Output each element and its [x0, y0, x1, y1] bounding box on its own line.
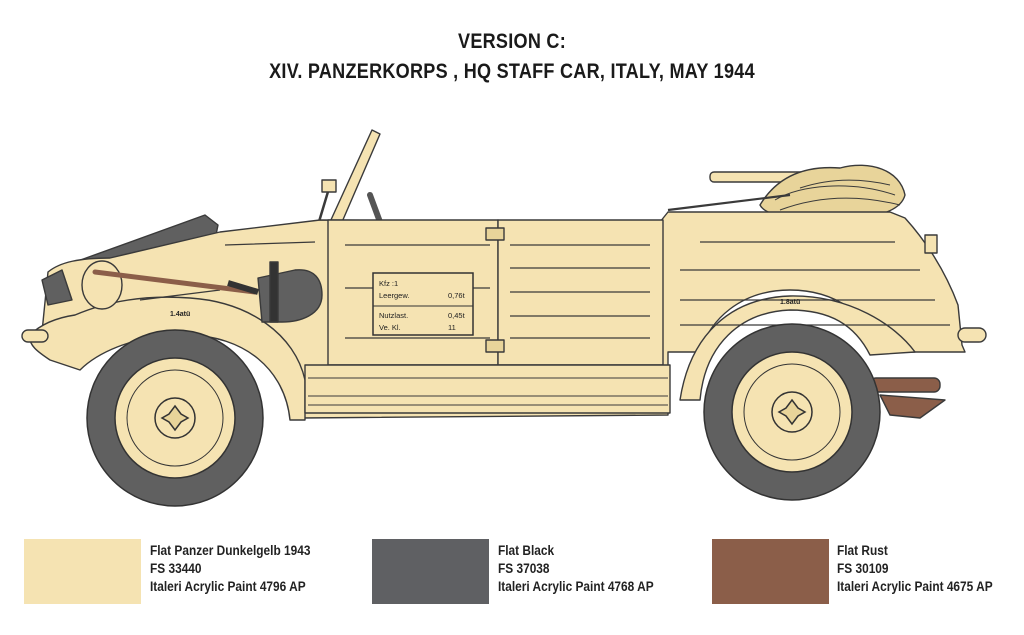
door-hinges	[485, 227, 505, 353]
rear-bumper	[957, 327, 987, 343]
rear-bracket	[924, 234, 938, 254]
plate-kfz: Kfz :1	[379, 279, 398, 288]
paint-name: Flat Panzer Dunkelgelb 1943	[150, 543, 311, 558]
kubelwagen-side-profile: Kfz :1 Leergew. 0,76t Nutzlast. 0,45t Ve…	[21, 129, 987, 507]
paint-name: Flat Rust	[837, 543, 888, 558]
paint-swatch-black	[372, 539, 489, 604]
steering-wheel	[367, 192, 383, 225]
plate-vekl-value: 11	[448, 323, 456, 332]
rear-suspension	[869, 377, 946, 419]
front-tire-marking: 1.4atü	[170, 311, 190, 318]
paint-fs: FS 33440	[150, 561, 202, 576]
front-wheel	[86, 329, 264, 507]
paint-swatch-dunkelgelb	[24, 539, 141, 604]
paint-fs: FS 30109	[837, 561, 889, 576]
plate-nutzlast-label: Nutzlast.	[379, 311, 408, 320]
folded-top	[667, 164, 906, 220]
version-title: VERSION C:	[458, 30, 566, 53]
paint-ref: Italeri Acrylic Paint 4675 AP	[837, 579, 993, 594]
paint-legend-dunkelgelb: Flat Panzer Dunkelgelb 1943 FS 33440 Ita…	[150, 542, 310, 596]
shovel	[92, 261, 323, 323]
rear-wheel	[703, 323, 881, 501]
data-plate: Kfz :1 Leergew. 0,76t Nutzlast. 0,45t Ve…	[372, 272, 474, 336]
running-board	[304, 364, 671, 414]
windshield-frame	[316, 129, 381, 226]
headlight	[81, 260, 123, 310]
rear-tire-marking: 1.8atü	[780, 299, 800, 306]
plate-vekl-label: Ve. Kl.	[379, 323, 401, 332]
paint-name: Flat Black	[498, 543, 555, 558]
plate-nutzlast-value: 0,45t	[448, 311, 466, 320]
front-grille	[41, 269, 73, 306]
plate-leergew-value: 0,76t	[448, 291, 466, 300]
paint-swatch-rust	[712, 539, 829, 604]
plate-leergew-label: Leergew.	[379, 291, 409, 300]
paint-ref: Italeri Acrylic Paint 4796 AP	[150, 579, 306, 594]
version-subtitle: XIV. PANZERKORPS , HQ STAFF CAR, ITALY, …	[269, 60, 755, 83]
front-bumper	[21, 329, 49, 343]
paint-legend-rust: Flat Rust FS 30109 Italeri Acrylic Paint…	[837, 542, 993, 596]
paint-fs: FS 37038	[498, 561, 550, 576]
paint-ref: Italeri Acrylic Paint 4768 AP	[498, 579, 654, 594]
paint-legend-black: Flat Black FS 37038 Italeri Acrylic Pain…	[498, 542, 654, 596]
body-ribs	[139, 241, 950, 339]
